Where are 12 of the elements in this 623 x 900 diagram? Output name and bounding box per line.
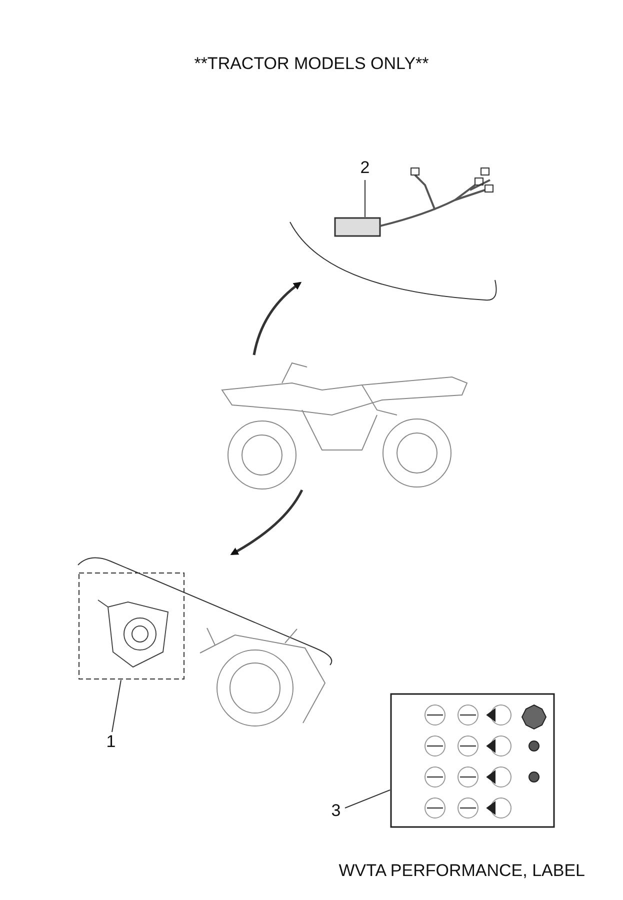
callout-number: 3 xyxy=(327,801,345,823)
leader-line xyxy=(344,790,390,808)
arrow xyxy=(252,282,302,356)
callout-number: 1 xyxy=(102,732,120,754)
leader-line xyxy=(112,680,122,732)
callout-number: 2 xyxy=(356,158,374,180)
label-sheet xyxy=(390,693,555,828)
leader-line xyxy=(364,180,366,218)
page-title: **TRACTOR MODELS ONLY** xyxy=(193,54,430,74)
caption: WVTA PERFORMANCE, LABEL xyxy=(338,861,585,881)
arrow xyxy=(230,489,304,556)
sensor-plate-drawing xyxy=(78,572,185,680)
